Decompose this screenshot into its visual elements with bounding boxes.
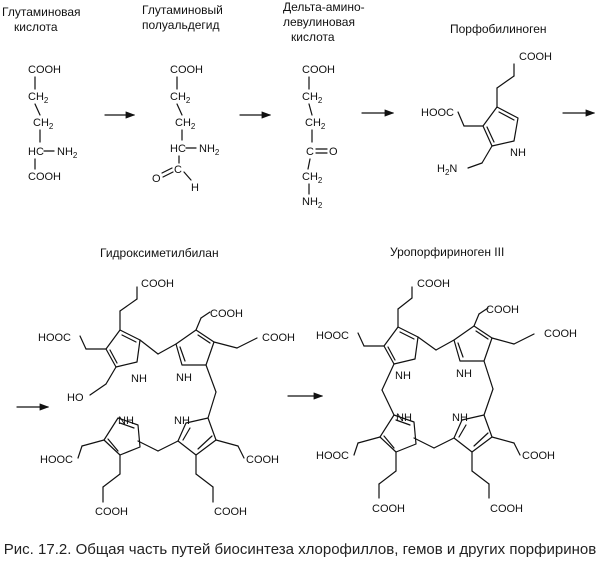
cooh-label: COOH (28, 64, 61, 76)
cooh-label: COOH (95, 506, 128, 518)
hydroxymethylbilane-structure: NH COOH HOOC HO NH COOH COOH NH C (38, 278, 295, 518)
nh-label: NH (174, 415, 190, 427)
nh-label: NH (456, 368, 472, 380)
ch2-label: CH (33, 117, 49, 129)
glutamic-acid-title-2: кислота (14, 20, 58, 34)
svg-text:NH2: NH2 (302, 196, 323, 210)
cooh-label: COOH (522, 450, 555, 462)
cooh-label: COOH (28, 171, 61, 183)
nh-label: NH (131, 373, 147, 385)
cooh-label: COOH (170, 64, 203, 76)
figure-caption: Рис. 17.2. Общая часть путей биосинтеза … (0, 540, 600, 559)
semialdehyde-title-1: Глутаминовый (142, 3, 223, 17)
h2n-subscript: 2 (445, 168, 450, 177)
nh2-label: NH (199, 143, 215, 155)
svg-text:CH2: CH2 (170, 91, 191, 105)
uroporphyrinogen-structure: NH COOH HOOC NH COOH COOH NH COOH (316, 278, 577, 515)
ala-structure: COOH CH2 CH2 C O CH2 NH2 (302, 64, 338, 210)
ch2-label: CH (28, 91, 44, 103)
hydroxymethylbilane-title: Гидроксиметилбилан (100, 246, 219, 260)
nh-label: NH (395, 370, 411, 382)
oxygen-label: O (152, 173, 161, 185)
ch2-label: CH (170, 91, 186, 103)
ch2-subscript: 2 (191, 122, 196, 131)
glutamic-acid-structure: COOH CH2 CH2 HC NH2 COOH (28, 64, 78, 183)
h2n-label: H (437, 163, 445, 175)
nh-label: NH (118, 415, 134, 427)
cooh-label: COOH (210, 308, 243, 320)
svg-text:NH2: NH2 (199, 143, 220, 157)
svg-text:H2N: H2N (437, 163, 457, 177)
ch2-subscript: 2 (44, 96, 49, 105)
hooc-label: HOOC (316, 330, 349, 342)
porphobilinogen-title: Порфобилиноген (450, 22, 547, 36)
biosynthesis-scheme: Глутаминовая кислота Глутаминовый полуал… (2, 0, 596, 518)
semialdehyde-structure: COOH CH2 CH2 HC NH2 C O H (152, 64, 220, 194)
carbon-label: C (174, 164, 182, 176)
hooc-label: HOOC (38, 332, 71, 344)
ch2-subscript: 2 (318, 96, 323, 105)
cooh-label: COOH (519, 51, 552, 63)
ch2-subscript: 2 (318, 176, 323, 185)
ch2-subscript: 2 (186, 96, 191, 105)
nh2-label: NH (302, 196, 318, 208)
ala-title-1: Дельта-амино- (283, 0, 365, 14)
cooh-label: COOH (417, 278, 450, 290)
cooh-label: COOH (246, 454, 279, 466)
cooh-label: COOH (490, 503, 523, 515)
porphobilinogen-structure: NH COOH HOOC H2N (421, 51, 552, 177)
ch2-subscript: 2 (321, 122, 326, 131)
hooc-label: HOOC (421, 107, 454, 119)
nh-label: NH (396, 412, 412, 424)
uroporphyrinogen-title: Уропорфириноген III (390, 245, 504, 259)
hooc-label: HOOC (316, 450, 349, 462)
carbon-label: C (306, 146, 314, 158)
nh-label: NH (452, 412, 468, 424)
cooh-label: COOH (262, 332, 295, 344)
svg-text:CH2: CH2 (175, 117, 196, 131)
svg-text:CH2: CH2 (302, 91, 323, 105)
semialdehyde-title-2: полуальдегид (142, 18, 219, 32)
ala-title-2: левулиновая (283, 15, 355, 29)
nh-label: NH (176, 372, 192, 384)
svg-text:CH2: CH2 (28, 91, 49, 105)
ch2-subscript: 2 (49, 122, 54, 131)
nh-label: NH (510, 147, 526, 159)
ch2-label: CH (305, 117, 321, 129)
glutamic-acid-title-1: Глутаминовая (2, 5, 81, 19)
nh2-subscript: 2 (215, 148, 220, 157)
hooc-label: HOOC (40, 454, 73, 466)
svg-text:CH2: CH2 (302, 171, 323, 185)
ho-label: HO (67, 392, 84, 404)
svg-text:CH2: CH2 (305, 117, 326, 131)
ch2-label: CH (302, 171, 318, 183)
hc-label: HC (170, 143, 186, 155)
cooh-label: COOH (544, 328, 577, 340)
figure-caption-text: Общая часть путей биосинтеза хлорофиллов… (75, 541, 597, 558)
svg-text:CH2: CH2 (33, 117, 54, 131)
hc-label: HC (28, 146, 44, 158)
oxygen-label: O (329, 146, 338, 158)
nh2-subscript: 2 (73, 151, 78, 160)
ch2-label: CH (175, 117, 191, 129)
nh2-label: NH (57, 146, 73, 158)
ch2-label: CH (302, 91, 318, 103)
cooh-label: COOH (141, 278, 174, 290)
svg-text:NH2: NH2 (57, 146, 78, 160)
cooh-label: COOH (302, 64, 335, 76)
h2n-n-label: N (449, 163, 457, 175)
ala-title-3: кислота (291, 30, 335, 44)
hydrogen-label: H (191, 182, 199, 194)
cooh-label: COOH (486, 304, 519, 316)
cooh-label: COOH (214, 506, 247, 518)
figure-number: Рис. 17.2. (3, 541, 72, 558)
nh2-subscript: 2 (318, 201, 323, 210)
cooh-label: COOH (372, 503, 405, 515)
